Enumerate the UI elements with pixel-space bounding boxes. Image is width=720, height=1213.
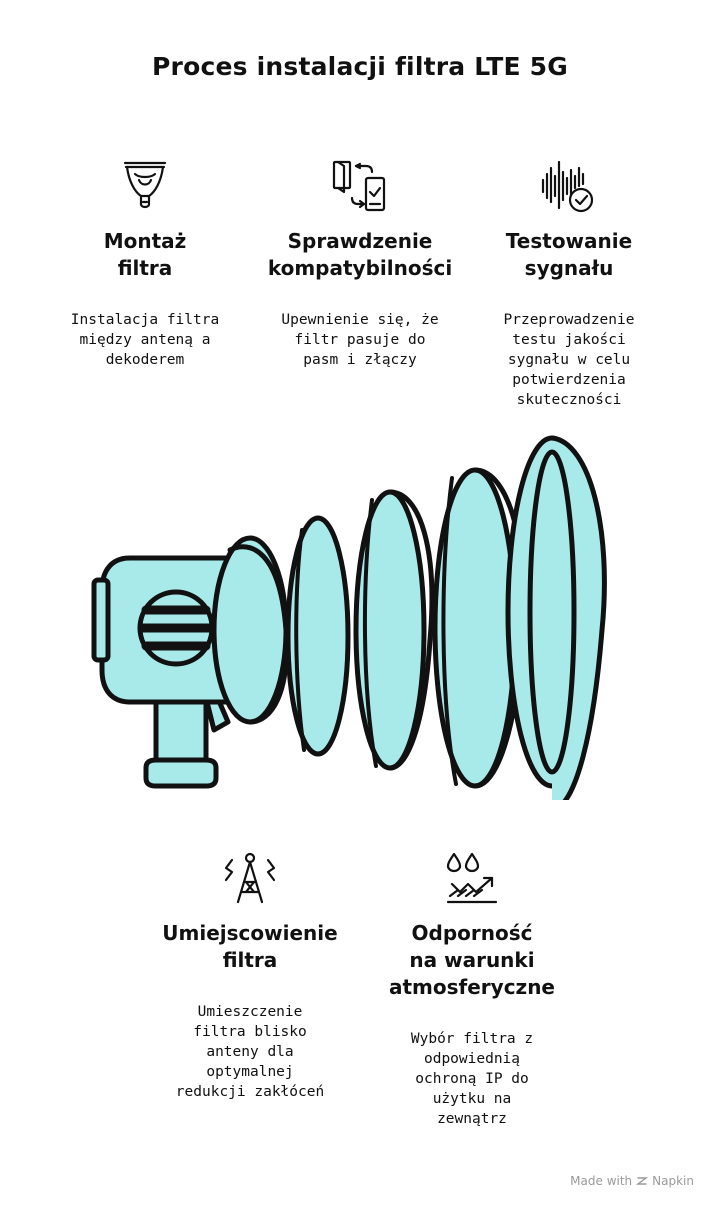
filter-mount-icon <box>123 161 167 209</box>
step-description: Umieszczenie filtra blisko anteny dla op… <box>175 1004 325 1100</box>
page-title: Proces instalacji filtra LTE 5G <box>152 52 568 81</box>
compatibility-check-icon <box>332 160 386 212</box>
step-card-weather-resistance: Odporność na warunki atmosferyczne Wybór… <box>372 850 572 1129</box>
step-description: Instalacja filtra między anteną a dekode… <box>70 312 220 368</box>
step-card-filter-placement: Umiejscowienie filtra Umieszczenie filtr… <box>150 850 350 1102</box>
step-heading: Sprawdzenie kompatybilności <box>267 229 453 280</box>
made-with-napkin-footer[interactable]: Made with Napkin <box>570 1174 694 1188</box>
step-card-filter-mount: Montaż filtra Instalacja filtra między a… <box>60 158 230 370</box>
weather-resistance-icon <box>446 852 498 904</box>
antenna-tower-icon <box>224 852 276 904</box>
signal-test-icon <box>541 160 594 213</box>
step-heading: Montaż filtra <box>103 229 187 280</box>
step-card-compatibility: Sprawdzenie kompatybilności Upewnienie s… <box>252 158 468 370</box>
step-description: Przeprowadzenie testu jakości sygnału w … <box>503 312 635 408</box>
step-card-signal-test: Testowanie sygnału Przeprowadzenie testu… <box>484 158 654 410</box>
coil-filter-illustration <box>91 435 607 800</box>
made-with-label: Made with <box>570 1174 633 1188</box>
step-description: Wybór filtra z odpowiednią ochroną IP do… <box>410 1031 534 1127</box>
step-description: Upewnienie się, że filtr pasuje do pasm … <box>281 312 439 368</box>
step-heading: Testowanie sygnału <box>505 229 633 280</box>
napkin-brand-label: Napkin <box>652 1174 694 1188</box>
napkin-logo-icon <box>636 1177 649 1185</box>
step-heading: Odporność na warunki atmosferyczne <box>388 921 555 999</box>
step-heading: Umiejscowienie filtra <box>162 921 338 972</box>
